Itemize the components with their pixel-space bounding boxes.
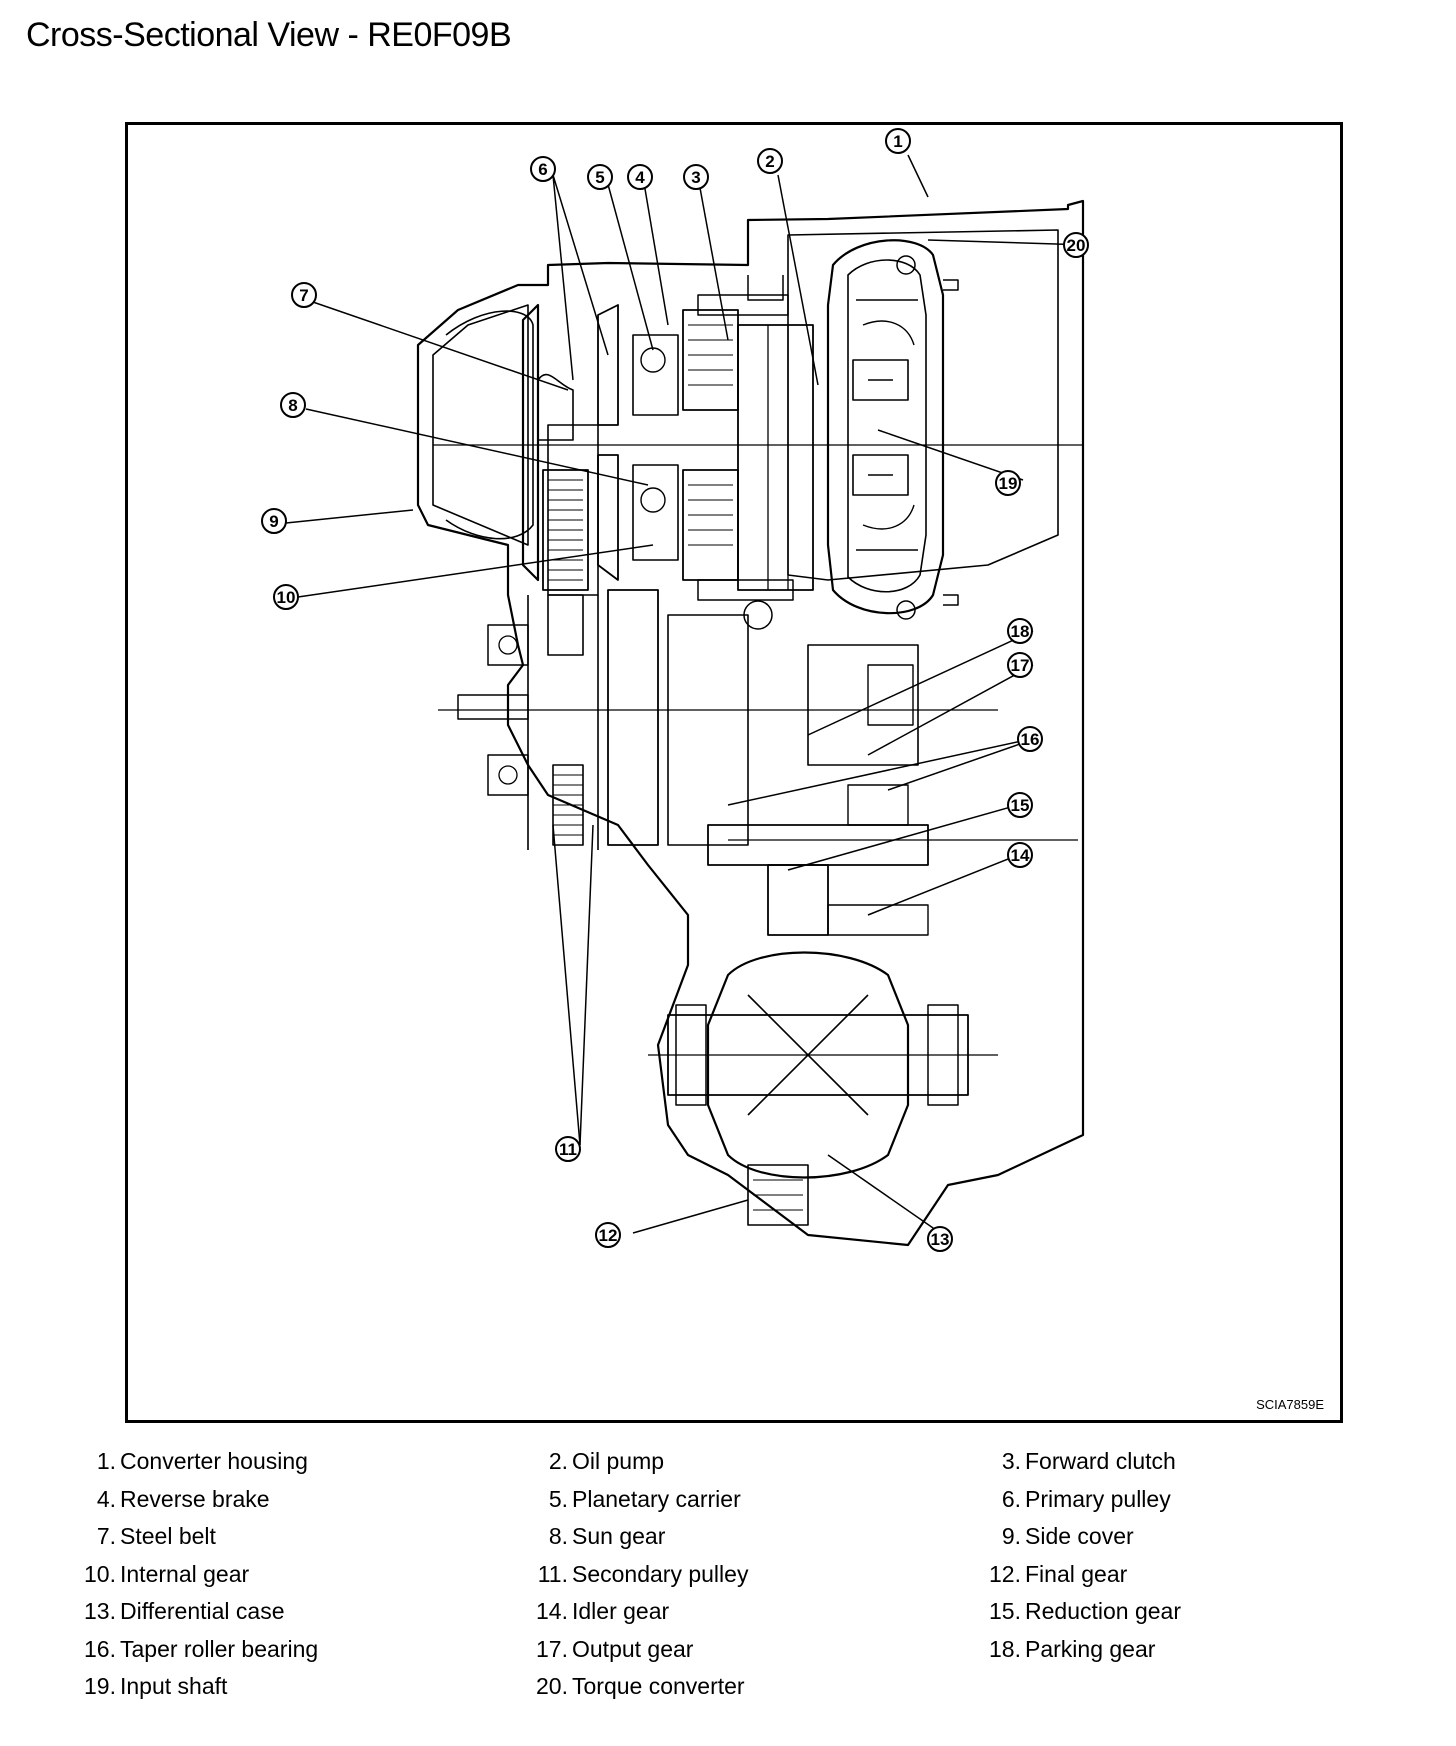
legend-number: 11. [537, 1560, 568, 1587]
callout-circle-7 [291, 282, 317, 308]
legend-number: 8. [548, 1523, 568, 1549]
callout-label-16: 16 [1021, 730, 1040, 749]
housing-outline [416, 199, 1085, 1247]
figure-code: SCIA7859E [1256, 1397, 1324, 1412]
legend-number: 12. [989, 1560, 1021, 1587]
legend-label: Idler gear [572, 1598, 670, 1624]
legend-label: Oil pump [572, 1448, 665, 1474]
callout-circle-19 [995, 470, 1021, 496]
legend-label: Planetary carrier [572, 1485, 741, 1512]
legend-label: Steel belt [120, 1523, 216, 1549]
callout-label-8: 8 [288, 396, 297, 415]
callout-circle-12 [595, 1222, 621, 1248]
legend-label: Output gear [572, 1635, 694, 1662]
legend-number: 5. [548, 1485, 568, 1512]
callout-label-1: 1 [893, 132, 902, 151]
callout-label-7: 7 [299, 286, 308, 305]
legend-number: 1. [96, 1448, 116, 1474]
callout-label-15: 15 [1011, 796, 1030, 815]
legend-number: 20. [536, 1673, 568, 1699]
legend-label: Final gear [1025, 1560, 1128, 1587]
leader-lines [285, 154, 1089, 1238]
callout-circle-1 [885, 128, 911, 154]
legend-label: Torque converter [572, 1673, 745, 1699]
callout-label-17: 17 [1011, 656, 1030, 675]
callout-label-10: 10 [277, 588, 296, 607]
callout-circle-18 [1007, 618, 1033, 644]
gear-train [707, 600, 1078, 936]
callout-label-5: 5 [595, 168, 604, 187]
legend-number: 10. [84, 1560, 116, 1587]
legend-number: 16. [84, 1635, 116, 1662]
callout-circle-8 [280, 392, 306, 418]
primary-pulley [433, 303, 1083, 591]
legend-label: Taper roller bearing [120, 1635, 319, 1662]
callout-circle-14 [1007, 842, 1033, 868]
callout-label-14: 14 [1011, 846, 1030, 865]
legend-label: Reverse brake [120, 1485, 270, 1512]
callout-circle-11 [555, 1136, 581, 1162]
callout-label-20: 20 [1067, 236, 1086, 255]
legend-label: Sun gear [572, 1523, 666, 1549]
legend-label: Side cover [1025, 1523, 1134, 1549]
callout-circle-20 [1063, 232, 1089, 258]
legend-number: 13. [84, 1598, 116, 1624]
legend: 1.Converter housing 2.Oil pump 3.Forward c… [60, 1448, 1440, 1738]
callout-label-2: 2 [765, 152, 774, 171]
legend-label: Differential case [120, 1598, 285, 1624]
legend-label: Primary pulley [1025, 1485, 1171, 1512]
legend-label: Forward clutch [1025, 1448, 1176, 1474]
legend-number: 3. [1001, 1448, 1021, 1474]
callout-circle-9 [261, 508, 287, 534]
torque-converter [826, 239, 959, 620]
secondary-pulley [438, 589, 998, 850]
callout-circle-3 [683, 164, 709, 190]
callout-circle-4 [627, 164, 653, 190]
callout-circle-16 [1017, 726, 1043, 752]
callout-label-6: 6 [538, 160, 547, 179]
legend-number: 9. [1001, 1523, 1021, 1549]
legend-label: Secondary pulley [572, 1560, 749, 1587]
legend-number: 19. [84, 1673, 116, 1699]
callout-circle-17 [1007, 652, 1033, 678]
legend-number: 4. [96, 1485, 116, 1512]
callout-circle-13 [927, 1226, 953, 1252]
legend-number: 6. [1001, 1485, 1021, 1512]
legend-label: Internal gear [120, 1560, 250, 1587]
legend-label: Input shaft [120, 1673, 228, 1699]
legend-number: 14. [536, 1598, 568, 1624]
legend-number: 17. [536, 1635, 568, 1662]
legend-number: 15. [989, 1598, 1021, 1624]
legend-label: Reduction gear [1025, 1598, 1181, 1624]
callout-circle-10 [273, 584, 299, 610]
clutch-assembly [632, 275, 814, 601]
callout-label-18: 18 [1011, 622, 1030, 641]
differential [648, 951, 998, 1226]
callout-label-12: 12 [599, 1226, 618, 1245]
legend-label: Parking gear [1025, 1635, 1156, 1662]
legend-number: 18. [989, 1635, 1021, 1662]
callout-circle-5 [587, 164, 613, 190]
callout-circle-15 [1007, 792, 1033, 818]
callout-label-19: 19 [999, 474, 1018, 493]
callout-label-11: 11 [559, 1140, 577, 1159]
callout-label-13: 13 [931, 1230, 950, 1249]
callout-label-4: 4 [635, 168, 645, 187]
callout-circle-6 [530, 156, 556, 182]
callout-circle-2 [757, 148, 783, 174]
callout-label-9: 9 [269, 512, 278, 531]
legend-label: Converter housing [120, 1448, 308, 1474]
page-title: Cross-Sectional View - RE0F09B [26, 16, 512, 54]
callout-label-3: 3 [691, 168, 700, 187]
legend-number: 7. [96, 1523, 116, 1549]
legend-number: 2. [548, 1448, 568, 1474]
